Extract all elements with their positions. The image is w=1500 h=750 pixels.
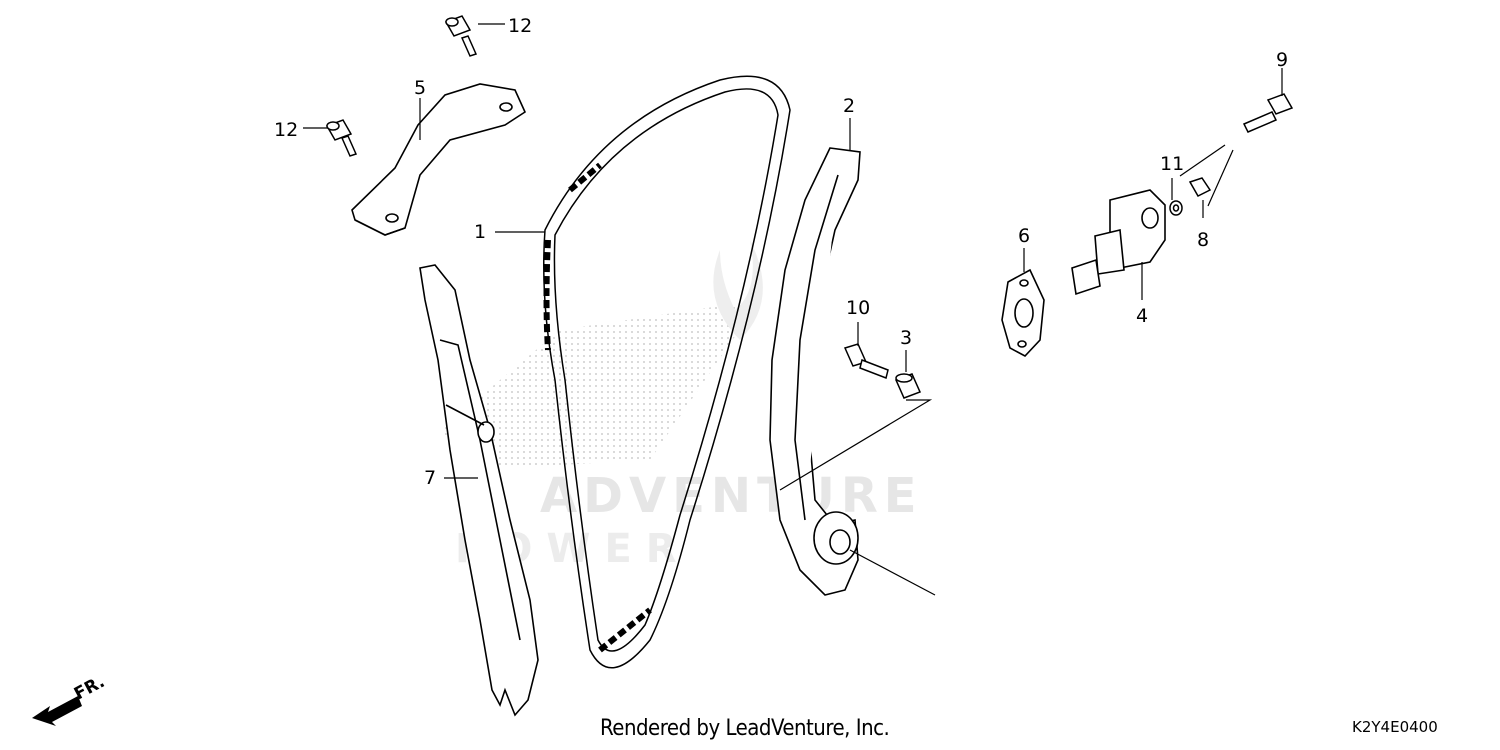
part-4-tensioner-lifter (1071, 189, 1166, 296)
callout-1: 1 (474, 221, 486, 243)
part-1-cam-chain (543, 75, 791, 669)
callout-labels: 1 2 3 4 5 6 7 8 9 10 11 12 12 (274, 15, 1288, 489)
leader-lines (303, 23, 1283, 596)
front-arrow-icon: FR. (32, 672, 108, 726)
part-10-bolt (843, 343, 889, 380)
part-7-tensioner-slipper (419, 264, 539, 717)
callout-12-left: 12 (274, 119, 298, 141)
callout-7: 7 (424, 467, 436, 489)
part-8-sealing-bolt (1188, 177, 1212, 197)
footer-credit: Rendered by LeadVenture, Inc. (600, 716, 890, 741)
watermark-text: ADVENTURE (540, 468, 923, 524)
part-3-collar (894, 373, 922, 399)
part-6-gasket (1001, 268, 1045, 357)
part-2-cam-chain-guide (769, 147, 861, 596)
part-5-guide-plate (351, 83, 527, 236)
callout-6: 6 (1018, 225, 1030, 247)
callout-10: 10 (846, 297, 870, 319)
callout-12-top: 12 (508, 15, 532, 37)
callout-2: 2 (843, 95, 855, 117)
callout-9: 9 (1276, 49, 1288, 71)
callout-4: 4 (1136, 305, 1148, 327)
part-9-bolt (1242, 93, 1294, 133)
diagram-code: K2Y4E0400 (1352, 718, 1438, 736)
callout-8: 8 (1197, 229, 1209, 251)
part-12-bolt-top (444, 15, 478, 57)
callout-5: 5 (414, 77, 426, 99)
part-12-bolt-left (325, 119, 358, 157)
part-11-washer (1169, 200, 1183, 216)
callout-3: 3 (900, 327, 912, 349)
callout-11: 11 (1160, 153, 1184, 175)
